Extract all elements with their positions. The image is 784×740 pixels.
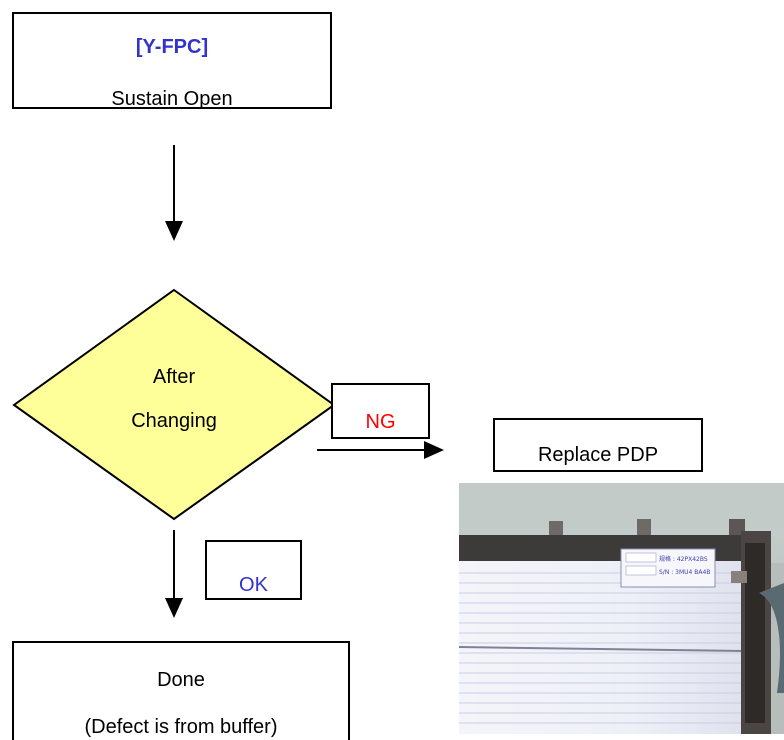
start-box: [Y-FPC] Sustain Open (12, 12, 332, 110)
pdp-photo-drawing: 规格 : 42PX42BS S/N : 3MU4 BA4B (459, 483, 784, 734)
ng-label: NG (365, 411, 396, 433)
arrowhead-right (424, 441, 444, 459)
decision-label-line2: Changing (131, 410, 217, 432)
done-box: Done (Defect is from buffer) (12, 641, 350, 740)
replace-pdp-label: Replace PDP (537, 444, 659, 466)
photo-label-line2: S/N : 3MU4 BA4B (659, 569, 710, 576)
ok-label-box: OK (205, 540, 302, 600)
done-label: Done (157, 669, 205, 691)
done-sublabel: (Defect is from buffer) (84, 716, 278, 738)
start-title: [Y-FPC] (135, 36, 209, 58)
pdp-panel-photo: 规格 : 42PX42BS S/N : 3MU4 BA4B (459, 483, 784, 734)
decision-label-line1: After (152, 366, 196, 388)
start-subtitle: Sustain Open (111, 88, 233, 110)
photo-label-line1: 规格 : 42PX42BS (659, 555, 708, 563)
replace-pdp-box: Replace PDP (493, 418, 703, 472)
ok-label: OK (239, 574, 268, 596)
decision-diamond (12, 288, 336, 521)
arrowhead-down-1 (165, 221, 183, 241)
ng-label-box: NG (331, 383, 430, 439)
arrowhead-down-2 (165, 598, 183, 618)
